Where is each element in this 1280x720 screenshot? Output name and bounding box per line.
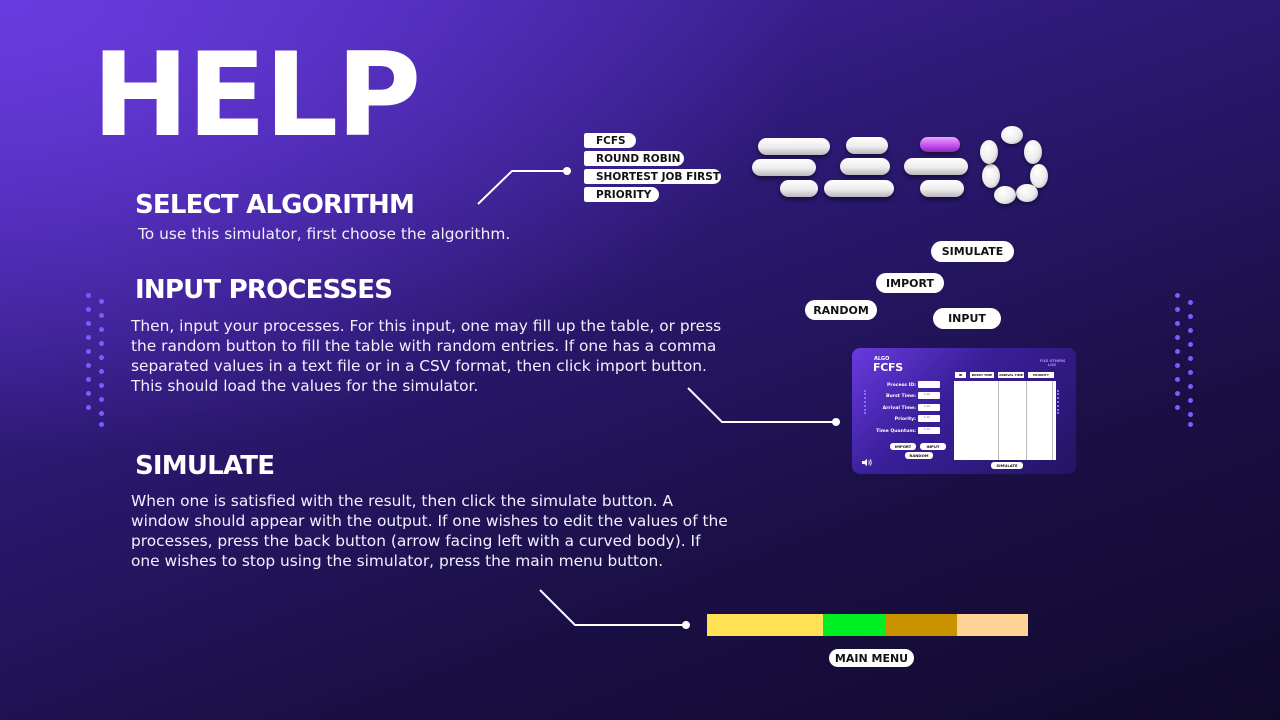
- algo-round-robin[interactable]: ROUND ROBIN: [584, 151, 684, 166]
- preview-table-header: PRIORITY: [1028, 372, 1054, 378]
- preview-corner-text: FILE OTHERS: [1040, 359, 1066, 363]
- simulate-heading: SIMULATE: [135, 451, 275, 481]
- preview-field-label: Time Quantum:: [876, 429, 916, 434]
- preview-field-input[interactable]: [918, 381, 940, 388]
- text-line: When one is satisfied with the result, t…: [131, 492, 673, 510]
- preview-field-input[interactable]: 1-10: [918, 427, 940, 434]
- preview-random-button[interactable]: RANDOM: [905, 452, 933, 459]
- preview-table-header: ID: [955, 372, 966, 378]
- input-processes-heading: INPUT PROCESSES: [135, 275, 393, 305]
- random-button[interactable]: RANDOM: [805, 300, 877, 320]
- preview-table-header: ARRIVAL TIME: [998, 372, 1024, 378]
- import-button[interactable]: IMPORT: [876, 273, 944, 293]
- preview-table-header: BURST TIME: [970, 372, 994, 378]
- text-line: separated values in a text file or in a …: [131, 357, 707, 375]
- text-line: processes, press the back button (arrow …: [131, 532, 701, 550]
- app-preview-window: ALGO FCFS FILE OTHERS LOG Process ID: Bu…: [852, 348, 1076, 474]
- preview-field-input[interactable]: 1-10: [918, 392, 940, 399]
- preview-field-label: Priority:: [894, 417, 916, 422]
- simulate-text: When one is satisfied with the result, t…: [131, 491, 728, 571]
- preview-brand-large: FCFS: [873, 361, 903, 374]
- preview-field-label: Arrival Time:: [882, 406, 916, 411]
- preview-dots-left: [864, 390, 866, 414]
- preview-simulate-button[interactable]: SIMULATE: [991, 462, 1023, 469]
- main-menu-button[interactable]: MAIN MENU: [829, 649, 914, 667]
- gantt-segment: [707, 614, 823, 636]
- algo-fcfs[interactable]: FCFS: [584, 133, 636, 148]
- preview-field-input[interactable]: 1-10: [918, 415, 940, 422]
- gantt-segment: [957, 614, 1028, 636]
- preview-field-label: Process ID:: [886, 383, 916, 388]
- page-title: HELP: [92, 28, 421, 163]
- text-line: This should load the values for the simu…: [131, 377, 479, 395]
- input-processes-text: Then, input your processes. For this inp…: [131, 316, 721, 396]
- select-algorithm-text: To use this simulator, first choose the …: [138, 225, 511, 243]
- gantt-segment: [885, 614, 957, 636]
- text-line: Then, input your processes. For this inp…: [131, 317, 722, 335]
- preview-corner-text-2: LOG: [1048, 363, 1056, 367]
- algo-shortest-job-first[interactable]: SHORTEST JOB FIRST: [584, 169, 721, 184]
- preview-field-input[interactable]: 1-10: [918, 404, 940, 411]
- algo-priority[interactable]: PRIORITY: [584, 187, 659, 202]
- simulate-button[interactable]: SIMULATE: [931, 241, 1014, 262]
- text-line: one wishes to stop using the simulator, …: [131, 552, 664, 570]
- input-button[interactable]: INPUT: [933, 308, 1001, 329]
- select-algorithm-heading: SELECT ALGORITHM: [135, 190, 415, 220]
- preview-table-body[interactable]: [954, 381, 1056, 460]
- preview-input-button[interactable]: INPUT: [920, 443, 946, 450]
- preview-field-label: Burst Time:: [885, 394, 916, 399]
- text-line: the random button to fill the table with…: [131, 337, 717, 355]
- gantt-segment: [823, 614, 885, 636]
- preview-dots-right: [1057, 390, 1059, 414]
- text-line: window should appear with the output. If…: [131, 512, 728, 530]
- preview-import-button[interactable]: IMPORT: [890, 443, 916, 450]
- preview-brand-small: ALGO: [874, 356, 890, 362]
- speaker-icon[interactable]: [862, 458, 873, 467]
